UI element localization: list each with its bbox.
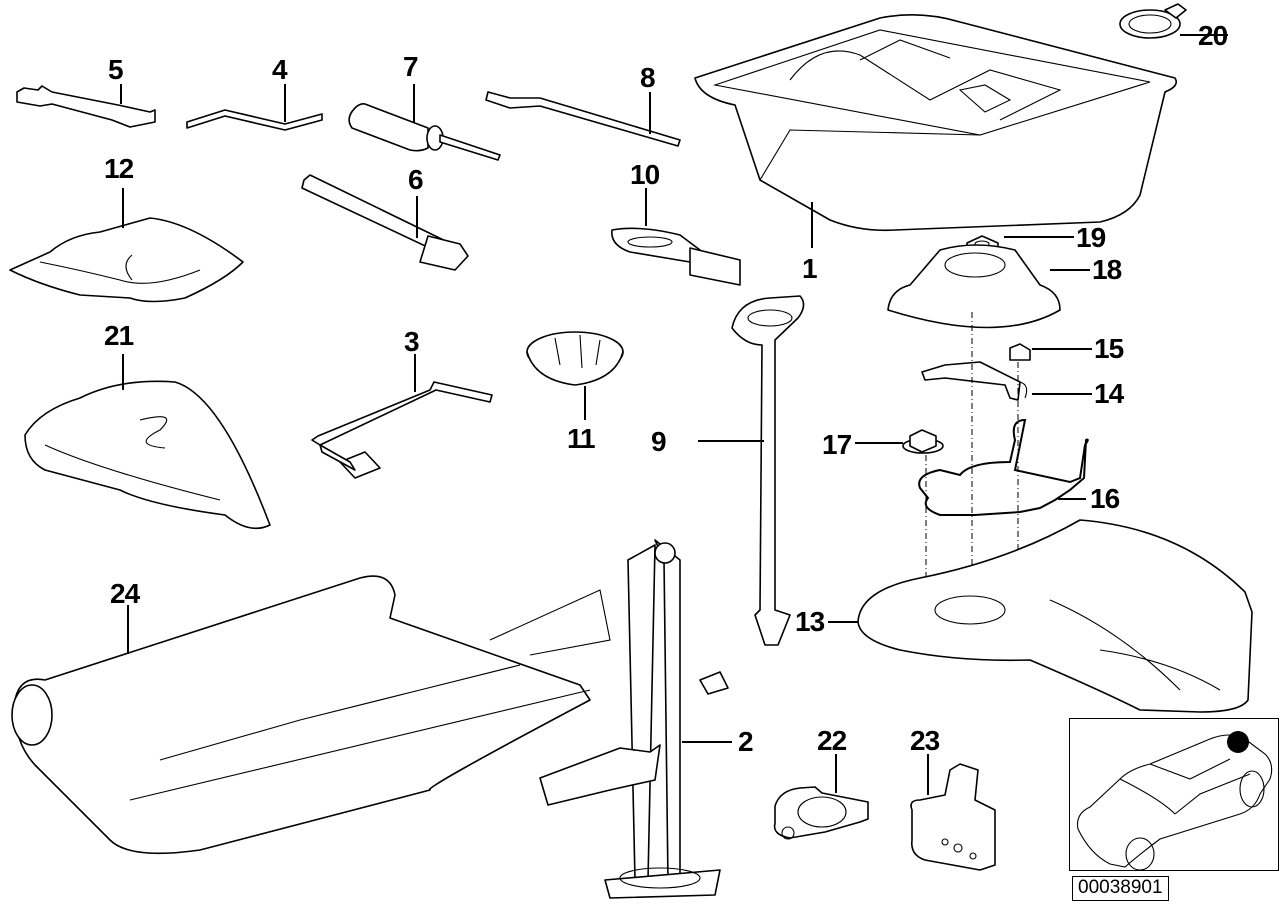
open-end-wrench[interactable] <box>16 85 156 128</box>
tool-bag[interactable] <box>24 380 271 530</box>
callout-1: 1 <box>802 253 818 284</box>
towing-eye[interactable] <box>611 227 741 286</box>
cloth-pouch[interactable] <box>9 217 244 303</box>
tool-tray[interactable] <box>694 14 1178 232</box>
spare-wheel-well-cover[interactable] <box>857 519 1253 713</box>
lifting-jack[interactable] <box>539 539 729 899</box>
car-outline-icon <box>1076 731 1273 870</box>
callout-13: 13 <box>795 606 825 637</box>
nut[interactable] <box>1009 343 1031 361</box>
callout-4: 4 <box>272 54 288 85</box>
screwdriver[interactable] <box>348 103 501 161</box>
callout-11: 11 <box>567 423 596 454</box>
callout-8: 8 <box>640 62 656 93</box>
callout-10: 10 <box>630 159 660 190</box>
callout-6: 6 <box>408 164 424 195</box>
vehicle-location-inset <box>1069 718 1279 871</box>
hex-key[interactable] <box>186 109 323 131</box>
callout-18: 18 <box>1092 254 1122 285</box>
callout-23: 23 <box>910 725 940 756</box>
callout-7: 7 <box>403 51 419 82</box>
callout-21: 21 <box>104 320 134 351</box>
callout-15: 15 <box>1094 333 1124 364</box>
wheel-chock[interactable] <box>526 331 624 386</box>
location-marker-icon <box>1227 731 1249 753</box>
callout-3: 3 <box>404 326 420 357</box>
callout-12: 12 <box>104 153 134 184</box>
callout-16: 16 <box>1090 483 1120 514</box>
screwdriver-bit-handle[interactable] <box>485 91 681 147</box>
callout-20: 20 <box>1198 20 1228 51</box>
support-cup[interactable] <box>887 244 1061 329</box>
gasket[interactable] <box>773 786 869 840</box>
callout-2: 2 <box>738 726 754 757</box>
ring-clip[interactable] <box>1119 3 1187 39</box>
tool-roll[interactable] <box>11 575 611 855</box>
clamp[interactable] <box>910 763 996 871</box>
callout-22: 22 <box>817 725 847 756</box>
collar-nut[interactable] <box>902 429 944 454</box>
callout-24: 24 <box>110 578 140 609</box>
callout-19: 19 <box>1076 222 1106 253</box>
wire-holder[interactable] <box>918 418 1089 516</box>
jack-crank-handle[interactable] <box>731 295 805 646</box>
box-wrench[interactable] <box>301 174 469 271</box>
callout-17: 17 <box>822 429 852 460</box>
document-number: 00038901 <box>1072 876 1169 901</box>
callout-9: 9 <box>651 426 667 457</box>
callout-14: 14 <box>1094 378 1124 409</box>
callout-5: 5 <box>108 54 124 85</box>
hex-key-socket-wrench[interactable] <box>311 381 493 479</box>
bracket[interactable] <box>921 361 1028 401</box>
